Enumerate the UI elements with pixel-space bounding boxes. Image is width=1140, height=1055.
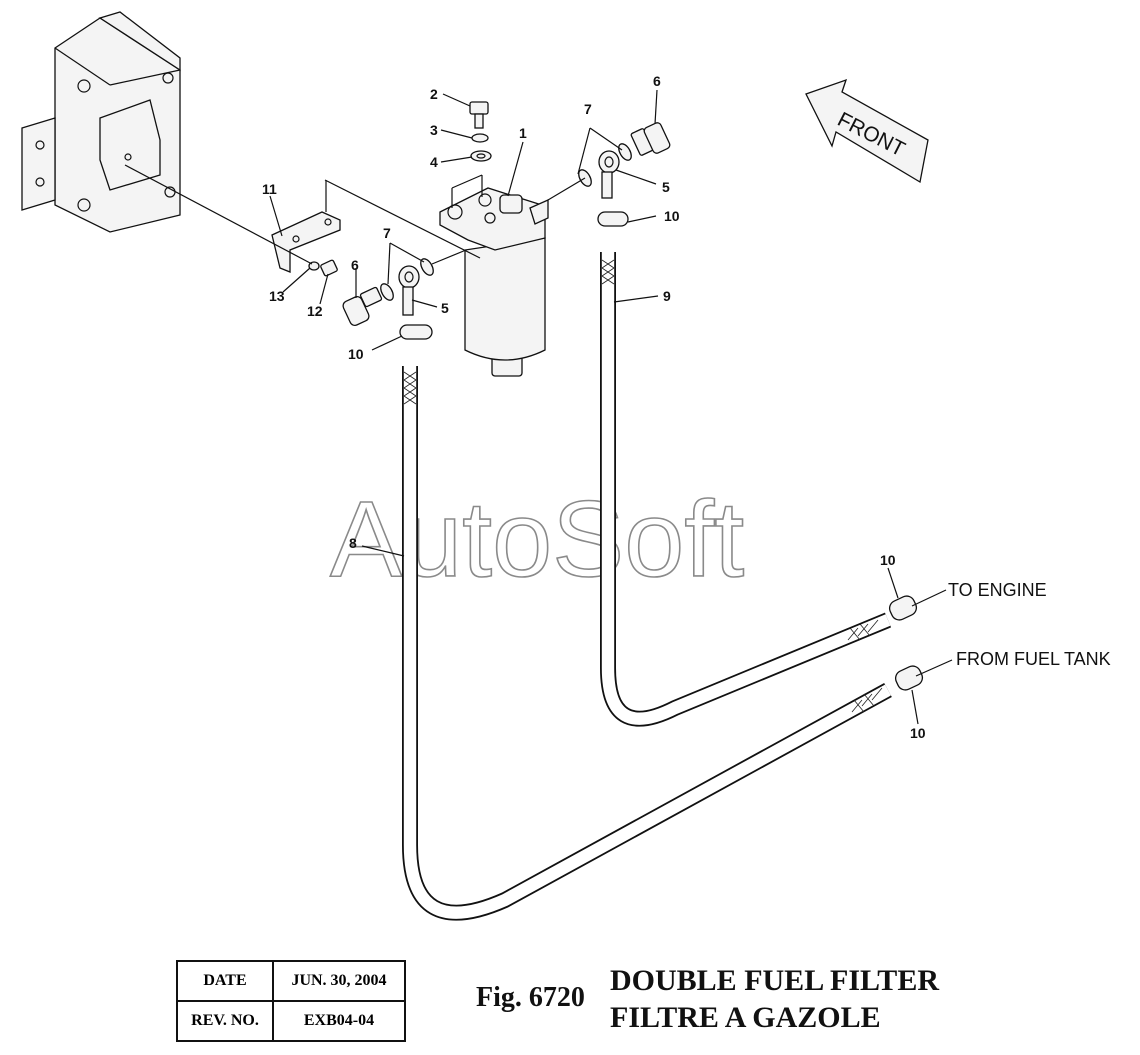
top-bolt — [469, 101, 492, 162]
callout-12: 12 — [307, 303, 323, 319]
date-row: DATE JUN. 30, 2004 — [176, 960, 406, 1002]
callout-5-left: 5 — [441, 300, 449, 316]
hose-from-fuel-tank — [402, 366, 924, 921]
callout-10-right-filter: 10 — [664, 208, 680, 224]
callout-4: 4 — [430, 154, 438, 170]
figure-number: Fig. 6720 — [476, 982, 585, 1013]
callout-10-tank: 10 — [910, 725, 926, 741]
callout-numbers: 1 2 3 4 5 5 6 6 7 7 8 9 10 10 10 10 11 1… — [262, 73, 926, 741]
callout-3: 3 — [430, 122, 438, 138]
mounting-frame — [21, 11, 181, 233]
callout-13: 13 — [269, 288, 285, 304]
from-fuel-tank-label: FROM FUEL TANK — [956, 649, 1111, 669]
filter-bracket — [271, 180, 341, 273]
callout-11: 11 — [262, 181, 277, 197]
figure-title-english: DOUBLE FUEL FILTER — [610, 964, 939, 997]
leader-lines — [269, 89, 953, 725]
date-label: DATE — [176, 960, 274, 1002]
watermark: AutoSoft — [330, 478, 744, 599]
callout-10-engine: 10 — [880, 552, 896, 568]
callout-10-left-filter: 10 — [348, 346, 364, 362]
callout-2: 2 — [430, 86, 438, 102]
left-banjo-assembly — [342, 249, 467, 340]
front-direction-arrow: FRONT — [805, 78, 929, 184]
revision-label: REV. NO. — [176, 1000, 274, 1042]
bracket-screw — [124, 164, 338, 277]
callout-7-right: 7 — [584, 101, 592, 117]
callout-1: 1 — [519, 125, 527, 141]
revision-value: EXB04-04 — [272, 1000, 406, 1042]
to-engine-label: TO ENGINE — [948, 580, 1047, 600]
date-value: JUN. 30, 2004 — [272, 960, 406, 1002]
callout-6-left: 6 — [351, 257, 359, 273]
callout-8: 8 — [349, 535, 357, 551]
callout-9: 9 — [663, 288, 671, 304]
right-banjo-assembly — [547, 122, 671, 227]
callout-5-right: 5 — [662, 179, 670, 195]
figure-title: DOUBLE FUEL FILTER FILTRE A GAZOLE — [610, 962, 939, 1036]
callout-7-left: 7 — [383, 225, 391, 241]
revision-row: REV. NO. EXB04-04 — [176, 1000, 406, 1042]
title-block: DATE JUN. 30, 2004 REV. NO. EXB04-04 — [176, 960, 406, 1042]
figure-title-french: FILTRE A GAZOLE — [610, 1001, 881, 1034]
fuel-filter — [324, 174, 549, 377]
hose-to-engine — [600, 252, 918, 727]
callout-6-right: 6 — [653, 73, 661, 89]
